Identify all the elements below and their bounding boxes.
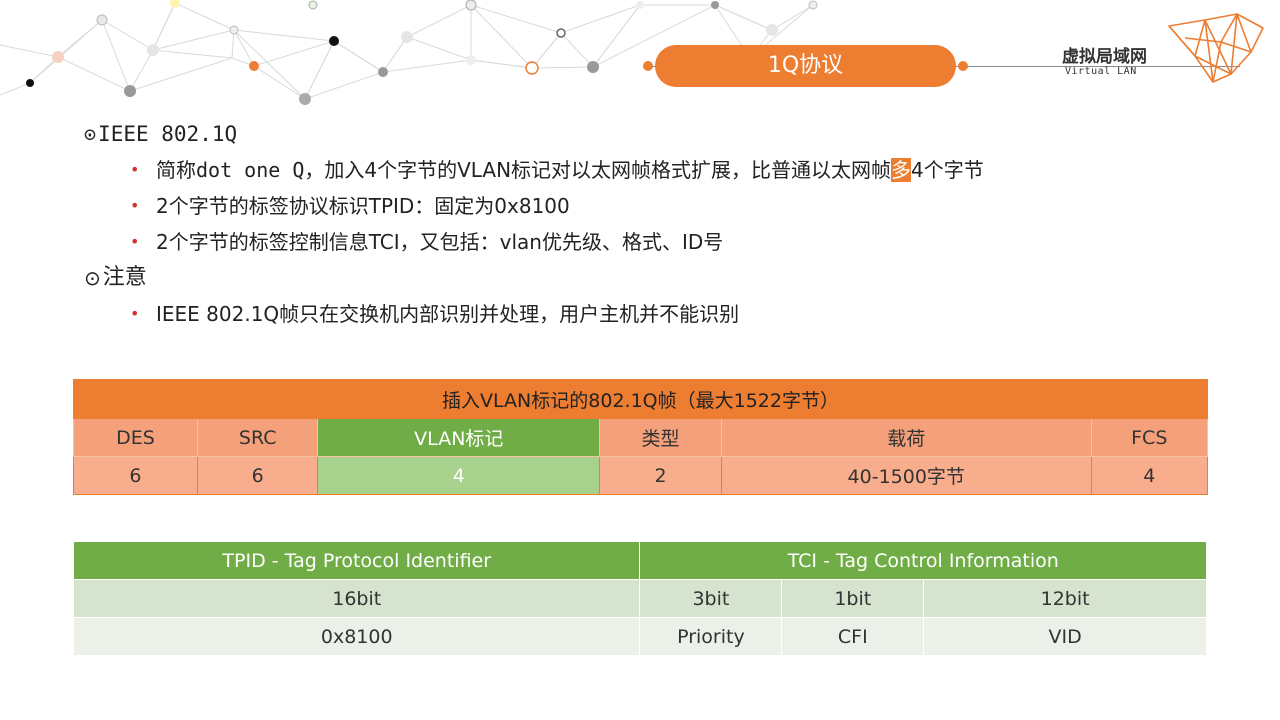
target-bullet-icon: ⊙ bbox=[84, 266, 101, 290]
bullet-dot-icon: • bbox=[130, 196, 140, 215]
field-src: SRC bbox=[196, 418, 319, 457]
slide-body: ⊙ IEEE 802.1Q • 简称dot one Q，加入4个字节的VLAN标… bbox=[84, 116, 1204, 332]
size-des: 6 bbox=[73, 456, 198, 495]
bullet-item: • 简称dot one Q，加入4个字节的VLAN标记对以太网帧格式扩展，比普通… bbox=[84, 152, 1204, 188]
network-graph-decoration bbox=[0, 0, 818, 105]
field-payload: 载荷 bbox=[720, 418, 1092, 457]
bits-vid: 12bit bbox=[923, 579, 1207, 618]
bullet-dot-icon: • bbox=[130, 304, 140, 323]
bits-priority: 3bit bbox=[639, 579, 783, 618]
size-vlan-tag: 4 bbox=[317, 456, 601, 495]
logo-text-cn: 虚拟局域网 bbox=[1062, 47, 1147, 67]
title-rule-dot-right bbox=[958, 61, 968, 71]
size-fcs: 4 bbox=[1090, 456, 1209, 495]
geometric-logo-icon bbox=[1168, 13, 1264, 83]
value-cfi: CFI bbox=[781, 617, 925, 656]
bits-tpid: 16bit bbox=[72, 579, 641, 618]
size-src: 6 bbox=[196, 456, 319, 495]
size-payload: 40-1500字节 bbox=[720, 456, 1092, 495]
size-type: 2 bbox=[599, 456, 722, 495]
bullet-item: • 2个字节的标签控制信息TCI，又包括：vlan优先级、格式、ID号 bbox=[84, 224, 1204, 260]
section-heading-notice: ⊙ 注意 bbox=[84, 260, 1204, 296]
title-rule-dot-left bbox=[643, 61, 653, 71]
bullet-dot-icon: • bbox=[130, 160, 140, 179]
frame-table-title: 插入VLAN标记的802.1Q帧（最大1522字节） bbox=[73, 379, 1208, 419]
vlan-tag-table: TPID - Tag Protocol Identifier TCI - Tag… bbox=[72, 541, 1207, 656]
highlighted-word: 多 bbox=[891, 158, 912, 182]
value-tpid: 0x8100 bbox=[72, 617, 641, 656]
bullet-item: • IEEE 802.1Q帧只在交换机内部识别并处理，用户主机并不能识别 bbox=[84, 296, 1204, 332]
value-vid: VID bbox=[923, 617, 1207, 656]
bullet-dot-icon: • bbox=[130, 232, 140, 251]
frame-format-table: 插入VLAN标记的802.1Q帧（最大1522字节） DES SRC VLAN标… bbox=[73, 379, 1209, 495]
slide-title: 1Q协议 bbox=[655, 45, 956, 87]
tpid-header: TPID - Tag Protocol Identifier bbox=[72, 541, 641, 580]
bullet-item: • 2个字节的标签协议标识TPID：固定为0x8100 bbox=[84, 188, 1204, 224]
field-type: 类型 bbox=[599, 418, 722, 457]
section-heading-ieee: ⊙ IEEE 802.1Q bbox=[84, 116, 1204, 152]
target-bullet-icon: ⊙ bbox=[84, 122, 97, 146]
tci-header: TCI - Tag Control Information bbox=[639, 541, 1207, 580]
field-fcs: FCS bbox=[1090, 418, 1209, 457]
field-des: DES bbox=[73, 418, 198, 457]
logo-text-en: Virtual LAN bbox=[1065, 66, 1137, 77]
bits-cfi: 1bit bbox=[781, 579, 925, 618]
field-vlan-tag: VLAN标记 bbox=[317, 418, 601, 457]
value-priority: Priority bbox=[639, 617, 783, 656]
